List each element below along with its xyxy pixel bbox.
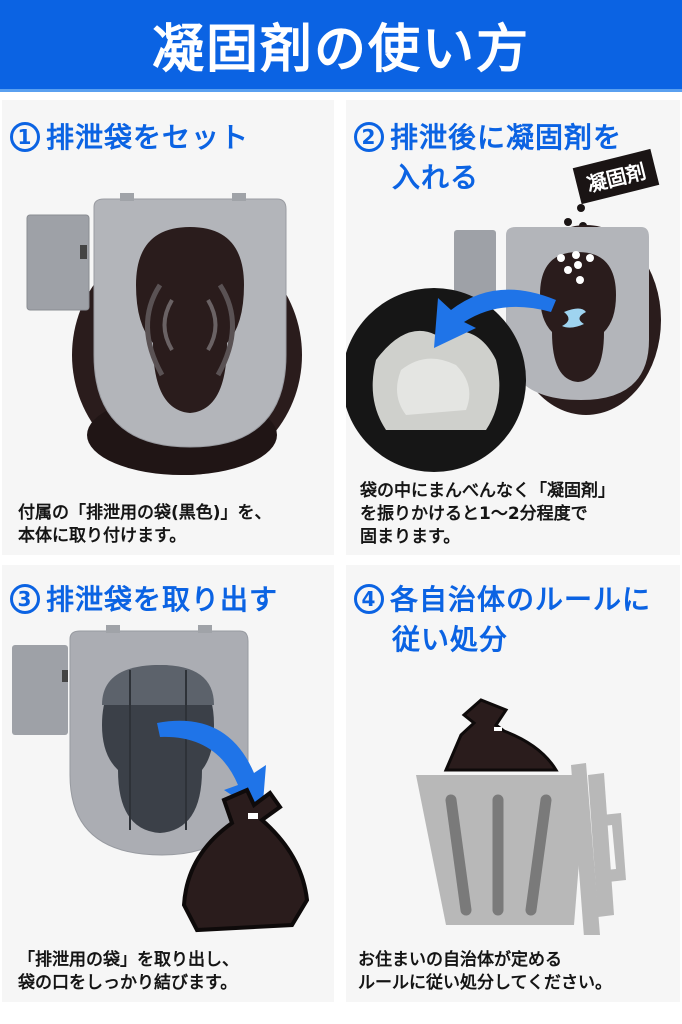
trash-can-illustration	[416, 698, 626, 935]
step-1-title-text: 排泄袋をセット	[46, 121, 250, 154]
toilet-with-bag-illustration	[26, 193, 302, 475]
step-4-title-line2: 従い処分	[392, 623, 509, 656]
page-header: 凝固剤の使い方	[0, 0, 682, 92]
step-3-title-text: 排泄袋を取り出す	[46, 583, 279, 616]
page-title: 凝固剤の使い方	[151, 20, 530, 80]
step-2-title-line2: 入れる	[392, 161, 480, 194]
step-2-desc-line1: 袋の中にまんべんなく「凝固剤」	[360, 481, 615, 501]
step-1-desc-line1: 付属の「排泄用の袋(黒色)」を、	[18, 503, 272, 523]
pouring-coagulant-illustration	[346, 204, 661, 472]
step-3-description: 「排泄用の袋」を取り出し、 袋の口をしっかり結びます。	[18, 949, 239, 995]
removing-bag-illustration	[12, 625, 310, 933]
step-4-description: お住まいの自治体が定める ルールに従い処分してください。	[358, 949, 612, 995]
step-3-desc-line2: 袋の口をしっかり結びます。	[18, 973, 238, 993]
step-3-desc-line1: 「排泄用の袋」を取り出し、	[18, 950, 239, 970]
step-1-description: 付属の「排泄用の袋(黒色)」を、 本体に取り付けます。	[18, 502, 272, 548]
step-2-description: 袋の中にまんべんなく「凝固剤」 を振りかけると1〜2分程度で 固まります。	[360, 480, 615, 549]
step-2-number: 2	[354, 122, 384, 152]
step-1-desc-line2: 本体に取り付けます。	[18, 526, 187, 546]
step-4-desc-line1: お住まいの自治体が定める	[358, 950, 562, 970]
step-3-number: 3	[10, 584, 40, 614]
step-2-title-text: 排泄後に凝固剤を	[390, 121, 623, 154]
step-4-desc-line2: ルールに従い処分してください。	[358, 973, 612, 993]
step-4-title-text: 各自治体のルールに	[390, 583, 652, 616]
step-2-desc-line2: を振りかけると1〜2分程度で	[360, 504, 588, 524]
step-4-number: 4	[354, 584, 384, 614]
step-1-number: 1	[10, 122, 40, 152]
step-2-desc-line3: 固まります。	[360, 527, 461, 547]
